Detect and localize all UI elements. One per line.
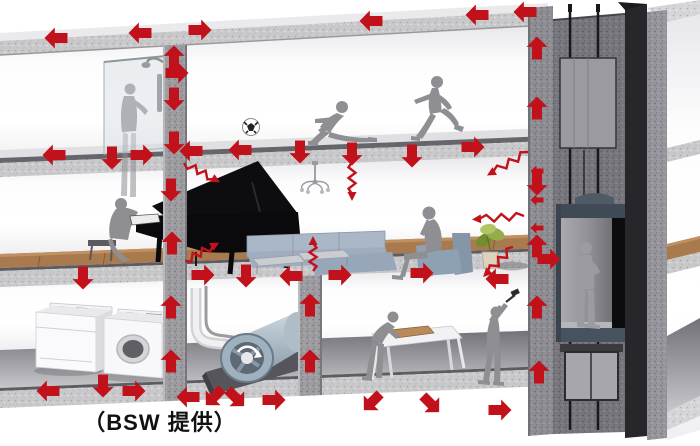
washing-machine-top-load [35, 302, 113, 373]
right-apartments [647, 0, 700, 440]
landing-doors [560, 344, 623, 401]
zigzag-arrow-head [210, 174, 221, 183]
block-sound-arrow [526, 234, 548, 258]
piano-bench [88, 240, 116, 246]
block-sound-arrow [299, 349, 321, 373]
potted-plant [475, 223, 528, 271]
zigzag-sound-arrow [346, 161, 358, 195]
block-sound-arrow [128, 22, 152, 44]
annoyed-resident [392, 206, 442, 280]
child-kicking-ball [308, 101, 377, 145]
work-table [370, 325, 466, 381]
block-sound-arrow [528, 360, 550, 384]
shaft-front-column [625, 4, 647, 438]
block-sound-arrow [163, 87, 185, 111]
block-sound-arrow [160, 295, 182, 319]
living-room [246, 161, 528, 280]
shower-column [157, 74, 162, 112]
block-sound-arrow [72, 266, 94, 290]
block-sound-arrow [279, 265, 303, 287]
block-sound-arrow [526, 295, 548, 319]
caption: （BSW 提供） [83, 410, 237, 435]
soccer-ball [242, 118, 260, 136]
elevator-passenger [576, 242, 600, 329]
block-sound-arrow [161, 231, 183, 255]
block-sound-arrow [165, 62, 189, 84]
block-sound-arrow [419, 392, 440, 413]
block-sound-arrow [176, 386, 200, 408]
zigzag-sound-arrow [182, 162, 215, 181]
shower-head [145, 57, 164, 64]
shower-person [124, 83, 136, 95]
block-sound-arrow [44, 27, 68, 49]
block-sound-arrow [160, 178, 182, 202]
zigzag-sound-arrow [184, 245, 215, 263]
block-sound-arrow [537, 248, 561, 270]
block-sound-arrow [359, 10, 383, 32]
block-sound-arrow [401, 144, 423, 168]
zigzag-sound-arrow [478, 211, 525, 224]
elevator-car [556, 193, 632, 342]
block-sound-arrow [228, 139, 252, 161]
children-playing [242, 76, 464, 145]
block-sound-arrow [42, 144, 66, 166]
zigzag-sound-arrow [491, 150, 529, 173]
hammer-tool [505, 294, 516, 303]
zigzag-sound-arrow [307, 242, 319, 272]
block-sound-arrow [526, 96, 548, 120]
block-sound-arrow [341, 142, 363, 166]
block-sound-arrow [179, 140, 203, 162]
zigzag-arrow-head [308, 236, 318, 245]
block-sound-arrow [513, 1, 537, 23]
block-sound-arrow [160, 349, 182, 373]
block-sound-arrow [101, 146, 123, 170]
block-sound-arrow [461, 136, 485, 158]
zigzag-arrow-head [483, 267, 493, 277]
block-sound-arrow [530, 222, 544, 234]
workshop [362, 288, 520, 386]
block-sound-arrow [122, 380, 146, 402]
block-sound-arrow [262, 389, 286, 411]
block-sound-arrow [526, 172, 548, 196]
right-gray-floor [667, 318, 700, 412]
zigzag-sound-arrow [486, 245, 514, 273]
laundry-room [34, 302, 179, 382]
elevator-shaft [528, 2, 667, 440]
block-sound-arrow [191, 264, 215, 286]
block-sound-arrow [530, 194, 544, 206]
block-sound-arrow [410, 262, 434, 284]
shower-scene [103, 55, 167, 197]
block-sound-arrow [289, 140, 311, 164]
worker-hammering [362, 311, 400, 381]
zigzag-arrow-head [209, 242, 220, 251]
block-sound-arrow [205, 385, 226, 406]
sound-transmission-arrows [36, 1, 561, 421]
ventilation-fan [202, 312, 314, 394]
zigzag-arrow-head [486, 167, 497, 176]
ceiling-lamp [300, 161, 330, 194]
block-sound-arrow [163, 45, 185, 69]
block-sound-arrow [224, 386, 245, 407]
worker-drilling-ceiling [478, 288, 520, 386]
zigzag-arrow-head [347, 192, 357, 201]
machine-room [190, 286, 314, 394]
block-sound-arrow [299, 293, 321, 317]
block-sound-arrow [130, 144, 154, 166]
block-sound-arrow [465, 4, 489, 26]
block-sound-arrow [188, 19, 212, 41]
block-sound-arrow [36, 380, 60, 402]
block-sound-arrow [328, 264, 352, 286]
block-sound-arrow [363, 390, 384, 411]
block-sound-arrow [92, 374, 114, 398]
child-running [411, 76, 464, 141]
block-sound-arrow [488, 399, 512, 421]
block-sound-arrow [526, 36, 548, 60]
zigzag-arrow-head [472, 214, 482, 224]
block-sound-arrow [163, 131, 185, 155]
glass-partition [103, 55, 167, 155]
block-sound-arrow [235, 264, 257, 288]
